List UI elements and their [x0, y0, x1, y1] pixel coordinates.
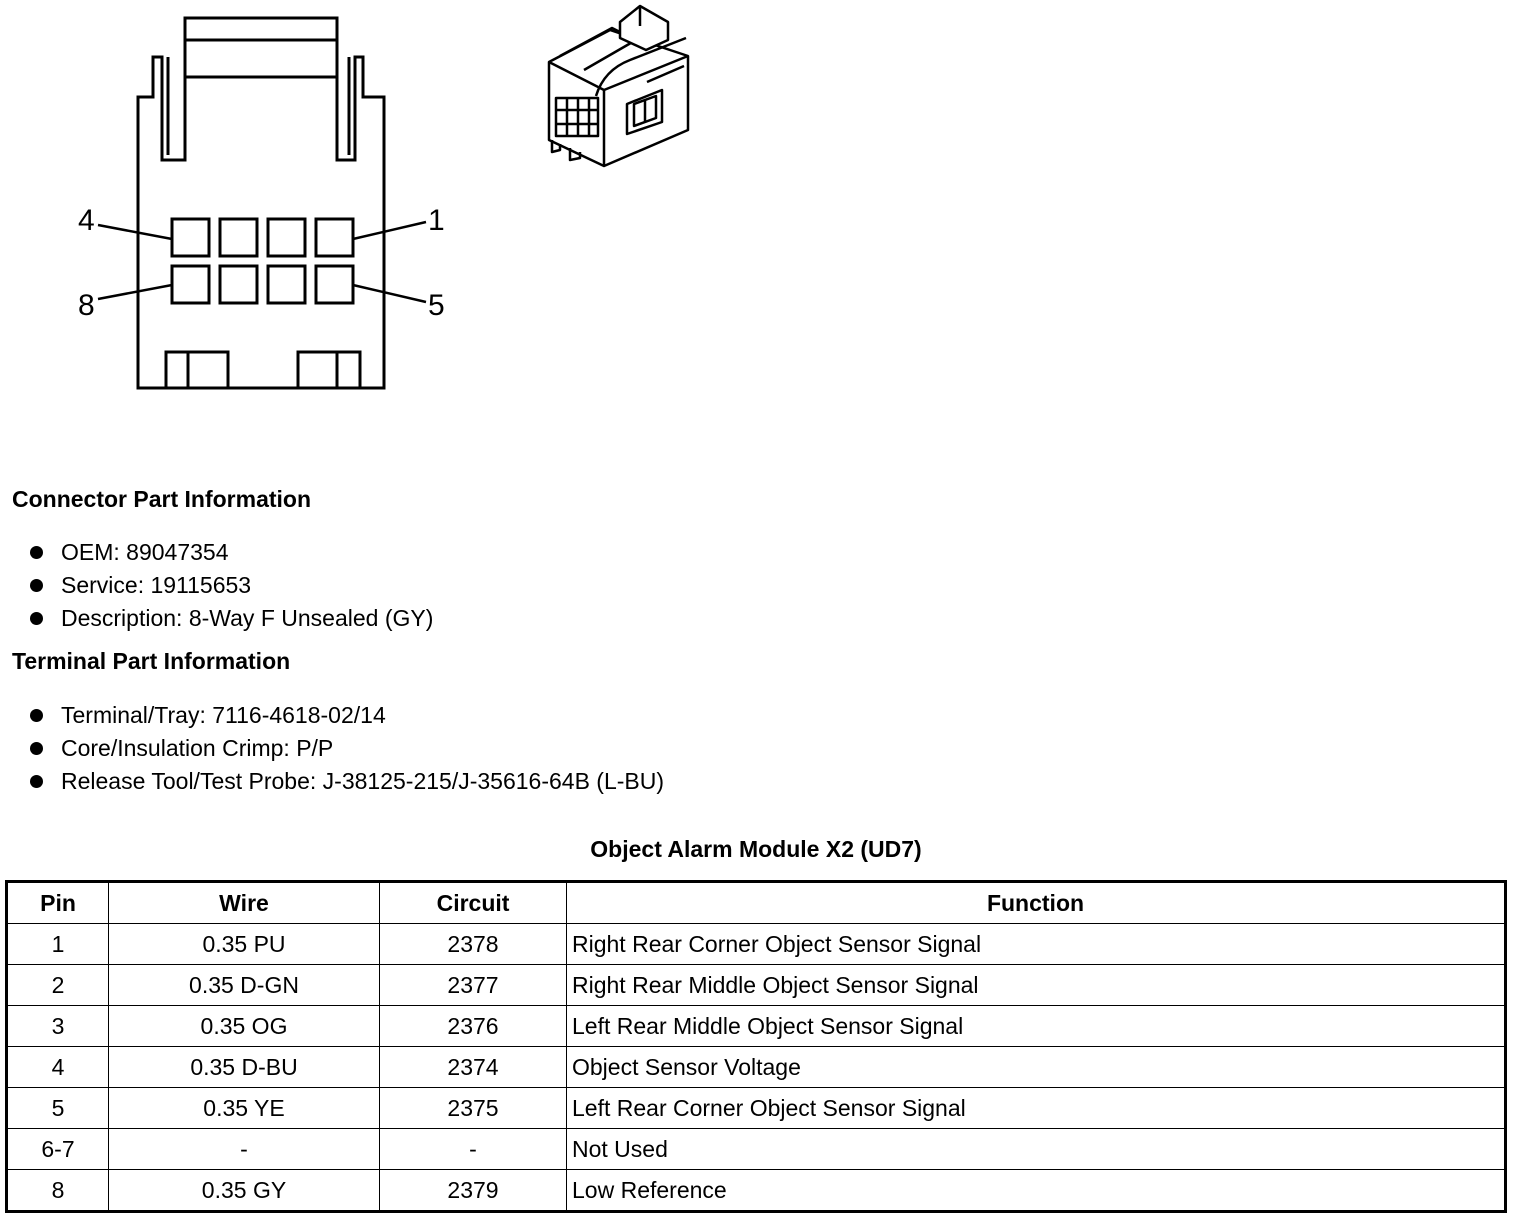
connector-body-outline — [136, 16, 386, 390]
cell-wire: 0.35 YE — [108, 1087, 380, 1129]
cell-function: Object Sensor Voltage — [566, 1046, 1506, 1088]
terminal-info-list: Terminal/Tray: 7116-4618-02/14 Core/Insu… — [30, 699, 664, 798]
pin-label-4: 4 — [78, 204, 95, 237]
cell-wire: 0.35 GY — [108, 1169, 380, 1212]
cell-wire: 0.35 D-BU — [108, 1046, 380, 1088]
cell-function: Left Rear Middle Object Sensor Signal — [566, 1005, 1506, 1047]
cavity-5 — [314, 264, 355, 305]
bullet-icon — [30, 579, 43, 592]
list-item: Description: 8-Way F Unsealed (GY) — [30, 602, 433, 635]
list-item: Service: 19115653 — [30, 569, 433, 602]
cavity-6 — [266, 264, 307, 305]
table-row: 5 0.35 YE 2375 Left Rear Corner Object S… — [6, 1087, 1506, 1129]
cell-pin: 4 — [6, 1046, 109, 1088]
bullet-icon — [30, 742, 43, 755]
header-pin: Pin — [6, 881, 109, 924]
pin-label-1: 1 — [428, 204, 445, 237]
cell-wire: - — [108, 1128, 380, 1170]
table-row: 4 0.35 D-BU 2374 Object Sensor Voltage — [6, 1046, 1506, 1088]
cell-wire: 0.35 D-GN — [108, 964, 380, 1006]
cell-pin: 6-7 — [6, 1128, 109, 1170]
header-circuit: Circuit — [379, 881, 567, 924]
cell-function: Not Used — [566, 1128, 1506, 1170]
cell-function: Left Rear Corner Object Sensor Signal — [566, 1087, 1506, 1129]
bullet-icon — [30, 775, 43, 788]
bullet-icon — [30, 612, 43, 625]
list-item: Release Tool/Test Probe: J-38125-215/J-3… — [30, 765, 664, 798]
cell-circuit: 2374 — [379, 1046, 567, 1088]
connector-diagram: 4 1 8 5 — [78, 4, 690, 390]
table-title: Object Alarm Module X2 (UD7) — [590, 836, 922, 862]
pin-label-5: 5 — [428, 289, 445, 322]
cell-wire: 0.35 PU — [108, 923, 380, 965]
connector-info-heading: Connector Part Information — [12, 486, 312, 512]
table-row: 8 0.35 GY 2379 Low Reference — [6, 1169, 1506, 1212]
cell-function: Right Rear Middle Object Sensor Signal — [566, 964, 1506, 1006]
table-row: 6-7 - - Not Used — [6, 1128, 1506, 1170]
pinout-table: Pin Wire Circuit Function 1 0.35 PU 2378… — [5, 880, 1507, 1213]
cavity-2 — [266, 217, 307, 258]
cell-pin: 2 — [6, 964, 109, 1006]
terminal-info-heading: Terminal Part Information — [12, 648, 291, 674]
cell-circuit: 2379 — [379, 1169, 567, 1212]
cavity-1 — [314, 217, 355, 258]
table-row: 3 0.35 OG 2376 Left Rear Middle Object S… — [6, 1005, 1506, 1047]
pin-label-8: 8 — [78, 289, 95, 322]
header-function: Function — [566, 881, 1506, 924]
list-item: Core/Insulation Crimp: P/P — [30, 732, 664, 765]
cell-circuit: - — [379, 1128, 567, 1170]
cell-circuit: 2375 — [379, 1087, 567, 1129]
cavity-4 — [170, 217, 211, 258]
cell-circuit: 2376 — [379, 1005, 567, 1047]
cell-function: Right Rear Corner Object Sensor Signal — [566, 923, 1506, 965]
cavity-8 — [170, 264, 211, 305]
table-row: 1 0.35 PU 2378 Right Rear Corner Object … — [6, 923, 1506, 965]
cell-pin: 3 — [6, 1005, 109, 1047]
cell-wire: 0.35 OG — [108, 1005, 380, 1047]
cell-circuit: 2378 — [379, 923, 567, 965]
pin-cavities — [170, 217, 355, 305]
cell-function: Low Reference — [566, 1169, 1506, 1212]
bullet-icon — [30, 546, 43, 559]
cell-pin: 8 — [6, 1169, 109, 1212]
table-header-row: Pin Wire Circuit Function — [6, 881, 1506, 924]
header-wire: Wire — [108, 881, 380, 924]
cavity-7 — [218, 264, 259, 305]
cell-pin: 1 — [6, 923, 109, 965]
bullet-icon — [30, 709, 43, 722]
list-item: Terminal/Tray: 7116-4618-02/14 — [30, 699, 664, 732]
cell-pin: 5 — [6, 1087, 109, 1129]
cavity-3 — [218, 217, 259, 258]
connector-info-list: OEM: 89047354 Service: 19115653 Descript… — [30, 536, 433, 635]
list-item: OEM: 89047354 — [30, 536, 433, 569]
connector-isometric-image — [547, 4, 690, 168]
cell-circuit: 2377 — [379, 964, 567, 1006]
table-row: 2 0.35 D-GN 2377 Right Rear Middle Objec… — [6, 964, 1506, 1006]
